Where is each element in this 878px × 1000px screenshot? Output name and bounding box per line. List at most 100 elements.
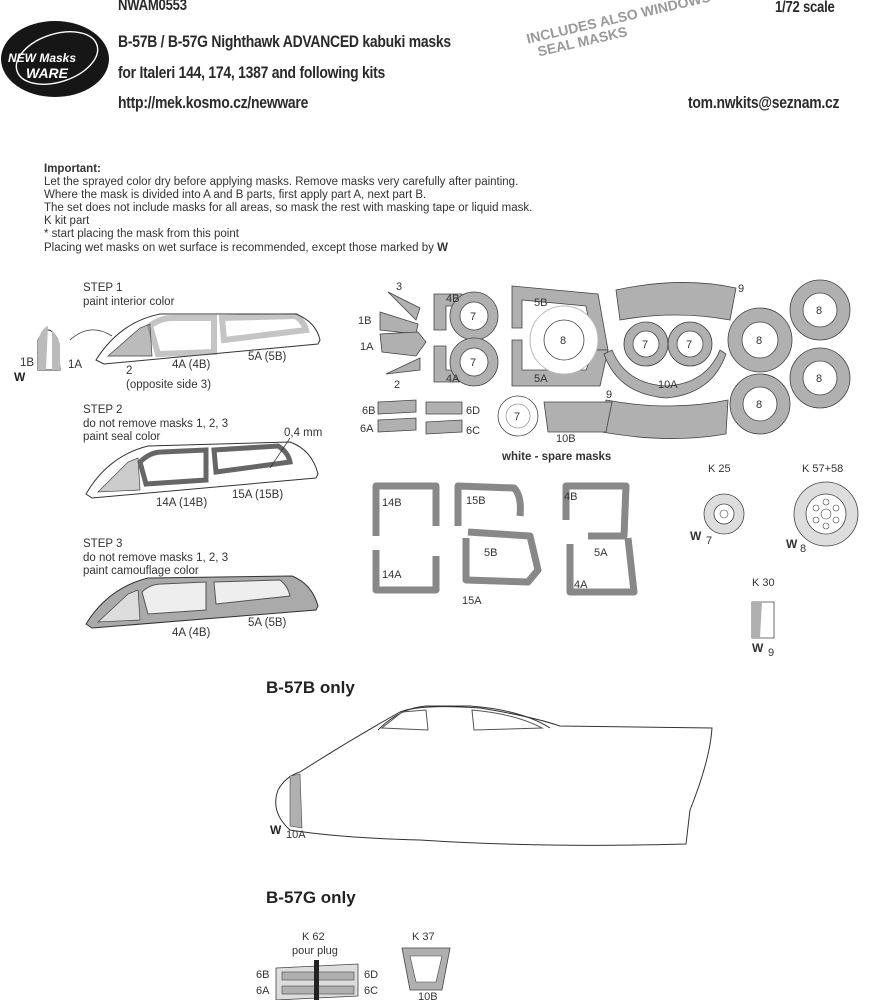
svg-text:15A (15B): 15A (15B) bbox=[232, 489, 283, 501]
svg-text:10A: 10A bbox=[286, 829, 306, 841]
svg-text:NEW Masks: NEW Masks bbox=[8, 51, 76, 65]
svg-text:K 37: K 37 bbox=[412, 931, 435, 943]
mask-6a bbox=[377, 417, 417, 433]
important-notes: Important: Let the sprayed color dry bef… bbox=[44, 163, 533, 254]
svg-text:15B: 15B bbox=[466, 495, 486, 507]
b57g-section-title: B-57G only bbox=[266, 888, 356, 907]
svg-text:7: 7 bbox=[470, 357, 476, 369]
svg-text:14A (14B): 14A (14B) bbox=[156, 497, 207, 509]
svg-text:5B: 5B bbox=[484, 547, 497, 559]
mask-sheet: 3 1B 1A 2 4B 4A 5B 5A 9 9 10A 10B 6B 6A … bbox=[358, 279, 851, 607]
svg-text:4A: 4A bbox=[574, 579, 588, 591]
svg-text:1B: 1B bbox=[358, 315, 371, 327]
email-link[interactable]: tom.nwkits@seznam.cz bbox=[688, 93, 840, 112]
svg-text:WARE: WARE bbox=[26, 65, 69, 81]
svg-text:2: 2 bbox=[394, 379, 400, 391]
mask-3 bbox=[387, 291, 421, 321]
svg-text:0,4 mm: 0,4 mm bbox=[284, 427, 322, 439]
mask-6b bbox=[377, 399, 417, 415]
svg-text:3: 3 bbox=[396, 281, 402, 293]
mask-10a bbox=[603, 349, 727, 399]
b57b-nose-drawing: W 10A bbox=[270, 705, 713, 846]
svg-text:5A: 5A bbox=[594, 547, 608, 559]
svg-text:4A (4B): 4A (4B) bbox=[172, 627, 211, 639]
svg-text:1B: 1B bbox=[20, 357, 34, 369]
kit-part-k25-wheel bbox=[703, 493, 745, 535]
svg-text:7: 7 bbox=[706, 535, 712, 547]
wet-mark-icon: W bbox=[437, 241, 448, 254]
svg-text:7: 7 bbox=[514, 411, 520, 423]
svg-text:10B: 10B bbox=[418, 991, 438, 1000]
svg-text:9: 9 bbox=[768, 647, 774, 659]
mask-6d bbox=[425, 401, 463, 415]
svg-text:8: 8 bbox=[756, 399, 762, 411]
svg-text:1A: 1A bbox=[360, 341, 374, 353]
windscreen-front-view: 1B 1A W bbox=[14, 326, 113, 384]
svg-text:14B: 14B bbox=[382, 497, 402, 509]
svg-text:4A (4B): 4A (4B) bbox=[172, 359, 211, 371]
svg-text:2: 2 bbox=[126, 365, 132, 377]
svg-text:1A: 1A bbox=[68, 359, 82, 371]
mask-9-top bbox=[615, 282, 737, 321]
note-line: Let the sprayed color dry before applyin… bbox=[44, 176, 519, 189]
svg-text:6A: 6A bbox=[256, 985, 270, 997]
kit-part-k30 bbox=[751, 601, 775, 639]
kit-compatibility: for Italeri 144, 174, 1387 and following… bbox=[118, 63, 386, 82]
svg-text:5B: 5B bbox=[534, 297, 547, 309]
note-line: Placing wet masks on wet surface is reco… bbox=[44, 241, 448, 254]
svg-text:8: 8 bbox=[800, 543, 806, 555]
svg-text:9: 9 bbox=[606, 389, 612, 401]
kit-part-k37 bbox=[401, 947, 451, 991]
svg-text:4A: 4A bbox=[446, 373, 460, 385]
svg-text:5A (5B): 5A (5B) bbox=[248, 351, 287, 363]
mask-5b-frame bbox=[511, 285, 609, 351]
spare-masks-caption: white - spare masks bbox=[501, 451, 611, 463]
svg-text:6C: 6C bbox=[364, 985, 378, 997]
svg-text:(opposite side 3): (opposite side 3) bbox=[126, 379, 211, 391]
wet-mark-icon: W bbox=[690, 529, 702, 543]
canopy-side-step3: 4A (4B) 5A (5B) bbox=[85, 575, 319, 639]
kit-part-k57-wheel bbox=[793, 481, 859, 547]
svg-text:8: 8 bbox=[756, 335, 762, 347]
mask-2 bbox=[385, 357, 421, 375]
kit-title: B-57B / B-57G Nighthawk ADVANCED kabuki … bbox=[118, 32, 451, 51]
svg-text:6A: 6A bbox=[360, 423, 374, 435]
wet-mark-icon: W bbox=[752, 641, 764, 655]
newware-logo: NEW Masks WARE bbox=[1, 21, 109, 97]
svg-text:K 62: K 62 bbox=[302, 931, 325, 943]
svg-text:5A: 5A bbox=[534, 373, 548, 385]
svg-text:6C: 6C bbox=[466, 425, 480, 437]
b57b-section-title: B-57B only bbox=[266, 678, 355, 697]
kit-part-k62 bbox=[275, 960, 359, 1000]
svg-text:10B: 10B bbox=[556, 433, 576, 445]
wheel-mask-8-group bbox=[529, 279, 851, 435]
note-line: * start placing the mask from this point bbox=[44, 228, 239, 241]
svg-text:4B: 4B bbox=[564, 491, 577, 503]
svg-text:8: 8 bbox=[560, 335, 566, 347]
wet-mark-icon: W bbox=[270, 823, 282, 837]
wheel-mask-7-group bbox=[449, 291, 713, 437]
canopy-side-step1: 2 (opposite side 3) 4A (4B) 5A (5B) bbox=[95, 312, 321, 391]
mask-6c bbox=[425, 419, 463, 435]
svg-text:9: 9 bbox=[738, 283, 744, 295]
wet-mark-icon: W bbox=[786, 537, 798, 551]
svg-text:K 30: K 30 bbox=[752, 577, 775, 589]
svg-text:7: 7 bbox=[686, 339, 692, 351]
mask-10b bbox=[543, 401, 613, 433]
note-line: Where the mask is divided into A and B p… bbox=[44, 189, 427, 202]
canopy-side-step2: 0,4 mm 14A (14B) 15A (15B) bbox=[85, 427, 322, 509]
seal-masks bbox=[372, 482, 638, 596]
b57g-drawings: K 62 pour plug K 37 6B 6A 6D 6C 10B bbox=[256, 931, 451, 1000]
svg-text:K 25: K 25 bbox=[708, 463, 731, 475]
svg-text:15A: 15A bbox=[462, 595, 482, 607]
svg-text:6B: 6B bbox=[256, 969, 269, 981]
website-link[interactable]: http://mek.kosmo.cz/newware bbox=[118, 93, 309, 112]
svg-text:14A: 14A bbox=[382, 569, 402, 581]
mask-1a bbox=[379, 331, 427, 357]
windows-seal-stamp: INCLUDES ALSO WINDOWS SEAL MASKS bbox=[524, 0, 713, 60]
svg-text:6B: 6B bbox=[362, 405, 375, 417]
wet-mark-icon: W bbox=[14, 370, 26, 384]
svg-text:10A: 10A bbox=[658, 379, 678, 391]
